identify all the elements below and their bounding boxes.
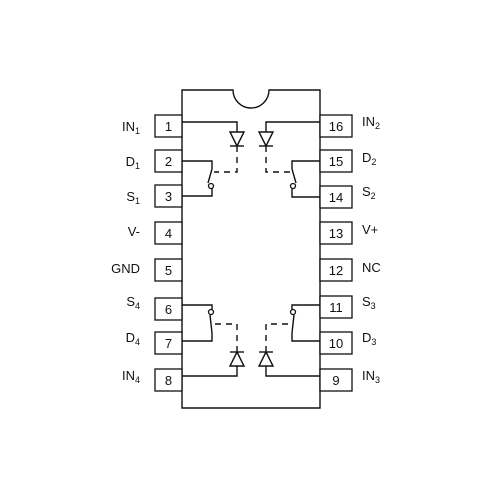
pin-label-s3: S3: [362, 294, 376, 311]
pin-label-nc: NC: [362, 260, 381, 275]
pin-number: 1: [165, 119, 172, 134]
switch-3-circuit: [257, 304, 320, 377]
pin-label-in1: IN1: [122, 119, 140, 136]
pin-12: 12 NC: [319, 258, 381, 282]
switch-blade-1: [207, 168, 213, 184]
pin-10: 10 D3: [319, 330, 376, 355]
pin-number: 9: [332, 373, 339, 388]
switch-1-circuit: [182, 121, 246, 197]
pin-number: 10: [329, 336, 343, 351]
right-pins: 16 IN2 15 D2 14 S2 13 V+ 12 NC: [319, 114, 381, 392]
pin-label-in3: IN3: [362, 368, 380, 385]
pin-label-s1: S1: [126, 189, 140, 206]
pin-label-s4: S4: [126, 294, 140, 311]
switch-blade-4: [209, 314, 213, 334]
pin-9: 9 IN3: [319, 368, 380, 392]
switch-blade-2: [291, 168, 297, 184]
pin-label-v-plus: V+: [362, 222, 378, 237]
pin-14: 14 S2: [319, 184, 376, 209]
pin-6: 6 S4: [126, 294, 183, 321]
pin-number: 6: [165, 302, 172, 317]
pin-8: 8 IN4: [122, 368, 183, 392]
pin-label-gnd: GND: [111, 261, 140, 276]
pin-3: 3 S1: [126, 184, 183, 208]
pin-label-in4: IN4: [122, 368, 140, 385]
pin-number: 8: [165, 373, 172, 388]
buffer-triangle-2: [257, 131, 275, 148]
switch-2-circuit: [257, 121, 320, 198]
pin-7: 7 D4: [126, 330, 183, 355]
pin-number: 11: [329, 300, 343, 315]
buffer-triangle-1: [228, 131, 246, 148]
pin-15: 15 D2: [319, 149, 376, 173]
pin-number: 12: [329, 263, 343, 278]
pin-number: 2: [165, 154, 172, 169]
pin-number: 16: [329, 119, 343, 134]
pin-number: 3: [165, 189, 172, 204]
pin-11: 11 S3: [319, 294, 376, 319]
ic-package-outline: [181, 89, 321, 409]
pin-label-d4: D4: [126, 330, 140, 347]
pin-1: 1 IN1: [122, 114, 183, 138]
pin-label-v-minus: V-: [128, 224, 140, 239]
pin-number: 4: [165, 226, 172, 241]
pin-label-d1: D1: [126, 154, 140, 171]
pin-16: 16 IN2: [319, 114, 380, 138]
pin-label-in2: IN2: [362, 114, 380, 131]
pin-2: 2 D1: [126, 149, 183, 173]
pin-label-d2: D2: [362, 150, 376, 167]
switch-blade-3: [291, 314, 295, 334]
pin-13: 13 V+: [319, 221, 378, 245]
pin-number: 14: [329, 190, 343, 205]
switch-4-circuit: [182, 304, 246, 377]
pin-number: 13: [329, 226, 343, 241]
buffer-triangle-3: [257, 350, 275, 367]
pin-label-d3: D3: [362, 330, 376, 347]
pin-4: 4 V-: [128, 221, 183, 245]
buffer-triangle-4: [228, 350, 246, 367]
pin-number: 7: [165, 336, 172, 351]
pin-number: 15: [329, 154, 343, 169]
pin-5: 5 GND: [111, 258, 183, 282]
pin-number: 5: [165, 263, 172, 278]
pin-label-s2: S2: [362, 184, 376, 201]
left-pins: 1 IN1 2 D1 3 S1 4 V- 5 GND 6: [111, 114, 183, 392]
